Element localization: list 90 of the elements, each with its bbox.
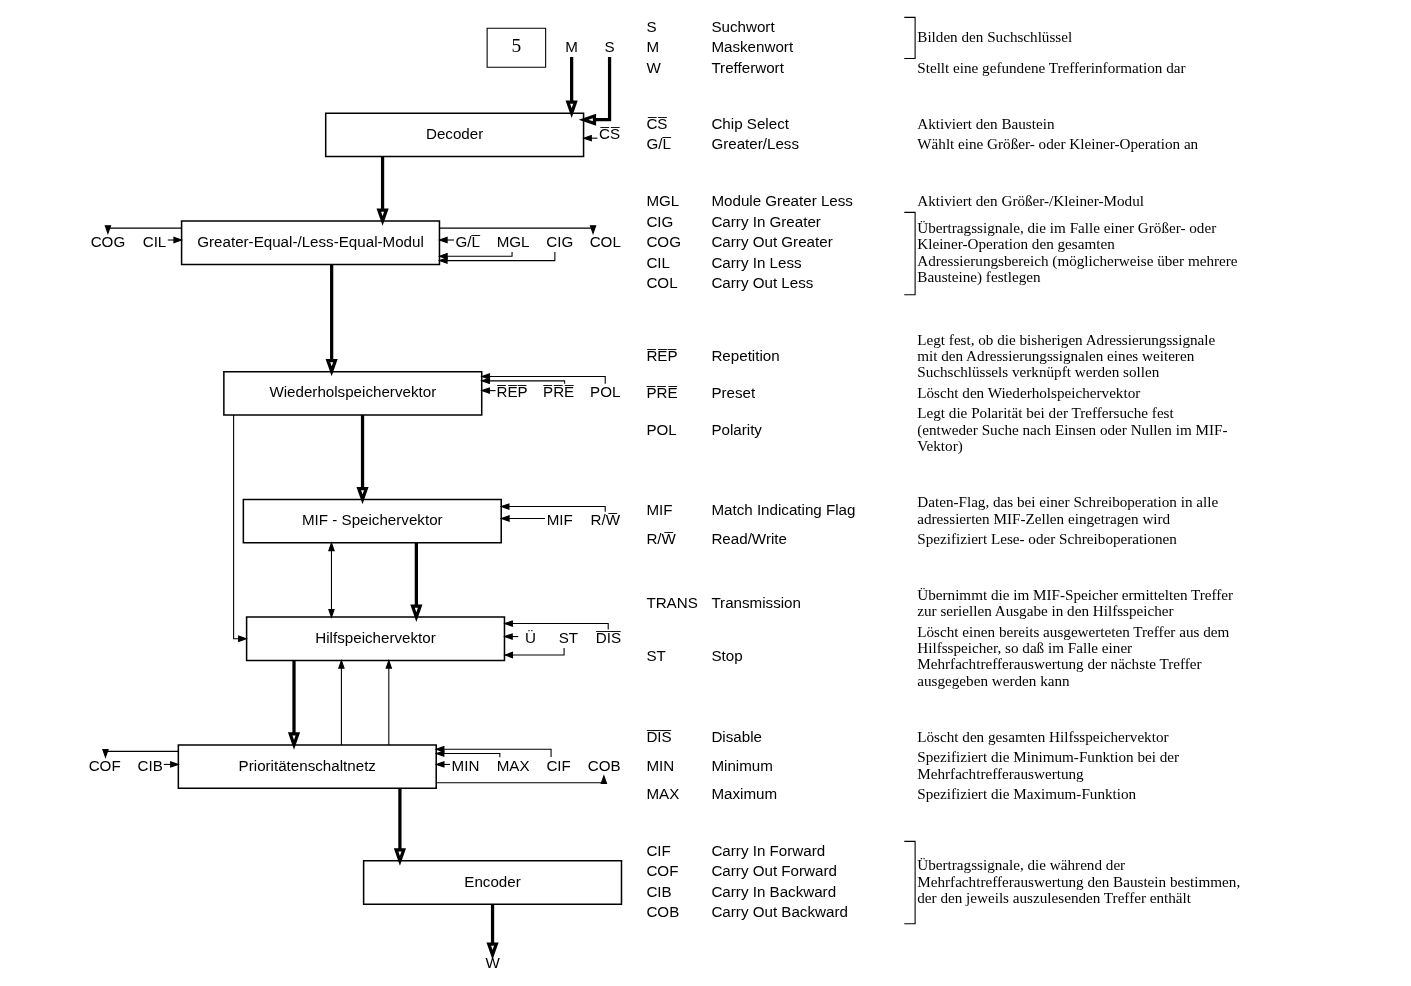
label: Chip Select	[710, 114, 789, 132]
node-text: CIF	[545, 756, 571, 774]
node-text: CIB	[137, 756, 163, 774]
node-text: COF	[88, 756, 121, 774]
label: COB	[645, 903, 679, 921]
node-text: MIF	[546, 511, 573, 529]
node-text: P̅R̅E̅	[542, 383, 574, 401]
label: Carry Out Greater	[710, 233, 833, 251]
label: Maximum	[710, 785, 777, 803]
label: Aktiviert den Größer-/Kleiner-Modul	[916, 192, 1144, 210]
label: Preset	[710, 383, 755, 401]
node-text: S	[604, 37, 615, 55]
label: MIN	[645, 756, 674, 774]
node-text: CIL	[142, 232, 166, 250]
label: Match Indicating Flag	[710, 501, 855, 519]
label: Spezifiziert Lese- oder Schreiboperationen	[916, 530, 1177, 548]
label: Übernimmt die im MIF-Speicher ermittelten Treffer zur seriellen Ausgabe in den Hilfsspeicher	[916, 585, 1233, 620]
label: COL	[645, 274, 678, 292]
label: S	[645, 17, 657, 35]
label: Stellt eine gefundene Trefferinformation dar	[916, 58, 1186, 76]
node-text: D̅I̅S̅	[595, 628, 621, 646]
node-text: Ü	[524, 628, 536, 646]
label: CIB	[645, 882, 672, 900]
node-text: G/L̅	[454, 232, 480, 250]
label: Wählt eine Größer- oder Kleiner-Operation an	[916, 135, 1198, 153]
label: Legt die Polarität bei der Treffersuche fest (entweder Suche nach Einsen oder Nullen im MIF-Vektor)	[916, 404, 1227, 454]
node-text: MGL	[496, 232, 530, 250]
node-text: CIG	[545, 232, 573, 250]
label: Repetition	[710, 347, 780, 365]
label: Spezifiziert die Minimum-Funktion bei der Mehrfachtrefferauswertung	[916, 748, 1179, 782]
label: G/L̅	[645, 135, 671, 153]
label: ST	[645, 647, 666, 665]
label: Daten-Flag, das bei einer Schreiboperation in alle adressierten MIF-Zellen eingetragen wird	[916, 493, 1218, 527]
node-text: C̅S̅	[598, 124, 620, 142]
label: COG	[645, 233, 681, 251]
label: C̅S̅	[645, 114, 667, 132]
label: Carry Out Backward	[710, 903, 848, 921]
label: Spezifiziert die Maximum-Funktion	[916, 785, 1136, 803]
label: Löscht den Wiederholspeichervektor	[916, 383, 1140, 401]
label: CIG	[645, 212, 673, 230]
node-text: ST	[558, 628, 578, 646]
node-text: COG	[90, 232, 125, 250]
label: Suchwort	[710, 17, 775, 35]
label: POL	[645, 420, 677, 438]
label: Polarity	[710, 420, 762, 438]
label: Übertragssignale, die während der Mehrfachtrefferauswertung den Baustein bestimmen, der den jeweils auszulesenden Treffer enthält	[916, 856, 1240, 906]
label: Übertragssignale, die im Falle einer Größer- oder Kleiner-Operation den gesamten Adressierungsbereich (möglicherweise über mehrere Bausteine) festlegen	[916, 219, 1238, 285]
label: Stop	[710, 647, 743, 665]
node-text: M	[564, 37, 578, 55]
label: Module Greater Less	[710, 192, 853, 210]
label: MAX	[645, 785, 679, 803]
label: Bilden den Suchschlüssel	[916, 27, 1072, 45]
label: Carry Out Less	[710, 274, 813, 292]
label: MIF	[645, 501, 673, 519]
label: P̅R̅E̅	[645, 383, 678, 401]
label: R̅E̅P̅	[645, 347, 678, 365]
label: M	[645, 38, 659, 56]
node-text: W	[484, 954, 500, 972]
node-text: R̅E̅P̅	[495, 383, 528, 401]
label: Read/Write	[710, 530, 787, 548]
label: 5	[511, 35, 521, 57]
label: COF	[645, 862, 678, 880]
label: Löscht den gesamten Hilfsspeichervektor	[916, 727, 1169, 745]
node-text: COL	[589, 232, 621, 250]
label: Transmission	[710, 594, 801, 612]
label: MGL	[645, 192, 679, 210]
node-text: MIN	[451, 756, 479, 774]
label: D̅I̅S̅	[645, 727, 672, 745]
label: R/W̅	[645, 530, 676, 548]
label: Aktiviert den Baustein	[916, 114, 1055, 132]
label: Greater/Less	[710, 135, 799, 153]
label: Minimum	[710, 756, 773, 774]
label: Trefferwort	[710, 58, 784, 76]
label: Legt fest, ob die bisherigen Adressierungssignale mit den Adressierungssignalen eines weiteren Suchschlüssels verknüpft werden sollen	[916, 330, 1215, 381]
label: Löscht einen bereits ausgewerteten Treffer aus dem Hilfsspeicher, so daß im Falle einer Mehrfachtrefferauswertung der nächste Treffer ausgegeben werden kann	[916, 622, 1229, 689]
label: Maskenwort	[710, 38, 793, 56]
label: Carry In Backward	[710, 882, 836, 900]
label: CIL	[645, 253, 670, 271]
label: Disable	[710, 727, 762, 745]
node-text: R/W̅	[590, 511, 620, 529]
label: Carry In Forward	[710, 841, 825, 859]
label: Carry In Greater	[710, 212, 821, 230]
label: CIF	[645, 841, 671, 859]
node-text: MAX	[496, 756, 530, 774]
label: TRANS	[645, 594, 698, 612]
node-text: COB	[587, 756, 621, 774]
node-text: POL	[589, 383, 620, 401]
label: Carry Out Forward	[710, 862, 837, 880]
label: W	[645, 58, 661, 76]
label: Carry In Less	[710, 253, 802, 271]
